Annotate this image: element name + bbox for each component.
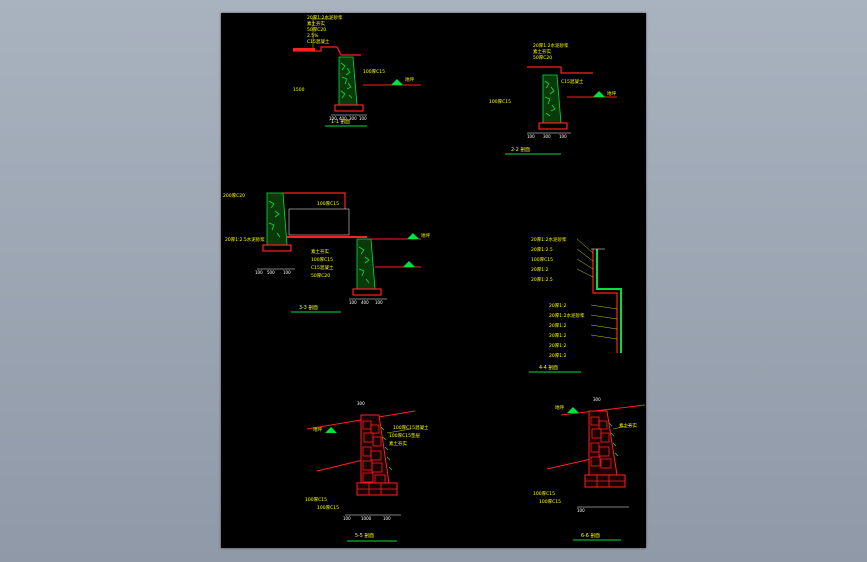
s4-label-8: 20厚1:2 <box>549 333 567 339</box>
s3-lower-wall <box>356 238 376 290</box>
s2-label-4: 100厚C15 <box>489 99 511 105</box>
s3-ground-label: 地坪 <box>421 232 430 239</box>
s4-label-6: 20厚1:2水泥砂浆 <box>549 312 585 319</box>
s2-label-0: 20厚1:2水泥砂浆 <box>533 42 569 49</box>
s1-dim-2: 300 <box>349 116 357 121</box>
s2-label-2: 50厚C20 <box>533 55 552 61</box>
s1-label-5: 100厚C15 <box>363 69 385 75</box>
section-4: 20厚1:2水泥砂浆 20厚1:2.5 100厚C15 20厚1:2 20厚1:… <box>529 236 622 373</box>
s5-ground-label: 地坪 <box>313 426 322 433</box>
s1-label-2: 50厚C20 <box>307 27 326 33</box>
s3-dim-3: 100 <box>349 300 357 305</box>
s1-label-0: 20厚1:2水泥砂浆 <box>307 14 343 21</box>
section-3: 200厚C20 100厚C15 20厚1:2.5水泥砂浆 地坪 素土夯实 100… <box>223 192 430 313</box>
s6-ground-label: 地坪 <box>555 404 564 411</box>
s1-footing <box>334 104 364 112</box>
s6-label-2: 100厚C15 <box>539 499 561 505</box>
s4-profile <box>592 249 618 353</box>
s3-dim-5: 100 <box>375 300 383 305</box>
s1-label-4: C15混凝土 <box>307 38 330 45</box>
s1-label-1: 素土夯实 <box>307 20 325 27</box>
s4-label-9: 20厚1:2 <box>549 343 567 349</box>
s1-wall-body <box>338 56 358 106</box>
s5-label-1: 100厚C15垫层 <box>389 432 420 439</box>
s1-coping <box>293 48 315 51</box>
s2-ground-label: 地坪 <box>607 90 616 97</box>
section-5: 地坪 100厚C15混凝土 100厚C15垫层 素土夯实 100厚C15 100… <box>305 401 429 542</box>
s1-dim-1: 400 <box>339 116 347 121</box>
s3-upper-wall <box>266 192 288 246</box>
s6-dim-1: 300 <box>593 397 601 402</box>
s6-label-1: 100厚C15 <box>533 491 555 497</box>
s3-dim-1: 500 <box>267 270 275 275</box>
s3-upper-slab <box>283 192 346 209</box>
s5-label-2: 素土夯实 <box>389 440 407 447</box>
s4-label-5: 20厚1:2 <box>549 303 567 309</box>
s3-caption: 3-3 剖面 <box>299 304 318 311</box>
cad-drawing: 20厚1:2水泥砂浆 素土夯实 50厚C20 2.5% C15混凝土 地坪 10… <box>223 14 646 542</box>
s6-caption: 6-6 剖面 <box>581 532 600 539</box>
s5-ground-line-lower <box>316 458 368 472</box>
s2-wall-body <box>542 74 562 124</box>
s4-label-4: 20厚1:2.5 <box>531 277 553 283</box>
s2-label-3: C15混凝土 <box>561 78 584 85</box>
s1-ground-symbol <box>391 79 403 85</box>
s5-label-0: 100厚C15混凝土 <box>393 424 429 431</box>
s3-label-0: 200厚C20 <box>223 193 245 199</box>
s4-left-labels: 20厚1:2水泥砂浆 20厚1:2.5 100厚C15 20厚1:2 20厚1:… <box>531 236 585 359</box>
s1-dim-0: 100 <box>329 116 337 121</box>
s3-dim-0: 100 <box>255 270 263 275</box>
s5-dim-0: 100 <box>343 516 351 521</box>
s4-label-10: 20厚1:2 <box>549 353 567 359</box>
section-6: 地坪 素土夯实 100厚C15 100厚C15 100 300 6-6 剖面 <box>533 397 646 541</box>
s3-dim-2: 100 <box>283 270 291 275</box>
s4-label-0: 20厚1:2水泥砂浆 <box>531 236 567 243</box>
s2-caption: 2-2 剖面 <box>511 146 530 153</box>
s4-label-2: 100厚C15 <box>531 257 553 263</box>
s4-caption: 4-4 剖面 <box>539 364 558 371</box>
s4-planting <box>596 249 622 353</box>
s4-label-3: 20厚1:2 <box>531 267 549 273</box>
s3-box <box>288 208 350 236</box>
s5-dim-2: 100 <box>383 516 391 521</box>
s6-dim-0: 100 <box>577 508 585 513</box>
s3-label-4: 100厚C15 <box>311 257 333 263</box>
s5-masonry-wall <box>356 414 398 496</box>
s1-caption: 1-1 剖面 <box>331 118 350 125</box>
s5-dim-3: 300 <box>357 401 365 406</box>
s4-label-1: 20厚1:2.5 <box>531 247 553 253</box>
s4-label-7: 20厚1:2 <box>549 323 567 329</box>
s6-ground-line-lower <box>546 458 592 470</box>
section-1: 20厚1:2水泥砂浆 素土夯实 50厚C20 2.5% C15混凝土 地坪 10… <box>293 14 421 127</box>
s5-caption: 5-5 剖面 <box>355 532 374 539</box>
s1-label-6: 1500 <box>293 87 305 93</box>
s5-label-4: 100厚C15 <box>317 505 339 511</box>
s3-label-6: 50厚C20 <box>311 273 330 279</box>
s6-label-0: 素土夯实 <box>619 422 637 429</box>
s1-dim-3: 100 <box>359 116 367 121</box>
s5-label-3: 100厚C15 <box>305 497 327 503</box>
s3-label-5: C15混凝土 <box>311 264 334 271</box>
s1-ground-label: 地坪 <box>405 76 414 83</box>
s2-footing <box>538 122 568 130</box>
s2-dim-2: 100 <box>559 134 567 139</box>
s5-dim-1: 1000 <box>361 516 372 521</box>
s6-ground-line-upper <box>560 404 646 416</box>
s2-dim-1: 300 <box>543 134 551 139</box>
s2-dim-0: 100 <box>527 134 535 139</box>
s2-label-1: 素土夯实 <box>533 48 551 55</box>
s1-label-3: 2.5% <box>307 33 319 39</box>
s3-label-2: 20厚1:2.5水泥砂浆 <box>225 236 265 243</box>
s1-top-slab <box>293 46 361 56</box>
s6-masonry-wall <box>584 410 626 488</box>
section-2: 20厚1:2水泥砂浆 素土夯实 50厚C20 地坪 C15混凝土 100厚C15… <box>489 42 617 155</box>
s3-label-1: 100厚C15 <box>317 201 339 207</box>
s3-label-3: 素土夯实 <box>311 248 329 255</box>
s3-dim-4: 400 <box>361 300 369 305</box>
drawing-sheet: 20厚1:2水泥砂浆 素土夯实 50厚C20 2.5% C15混凝土 地坪 10… <box>221 13 646 548</box>
s2-top-slab <box>527 66 593 74</box>
